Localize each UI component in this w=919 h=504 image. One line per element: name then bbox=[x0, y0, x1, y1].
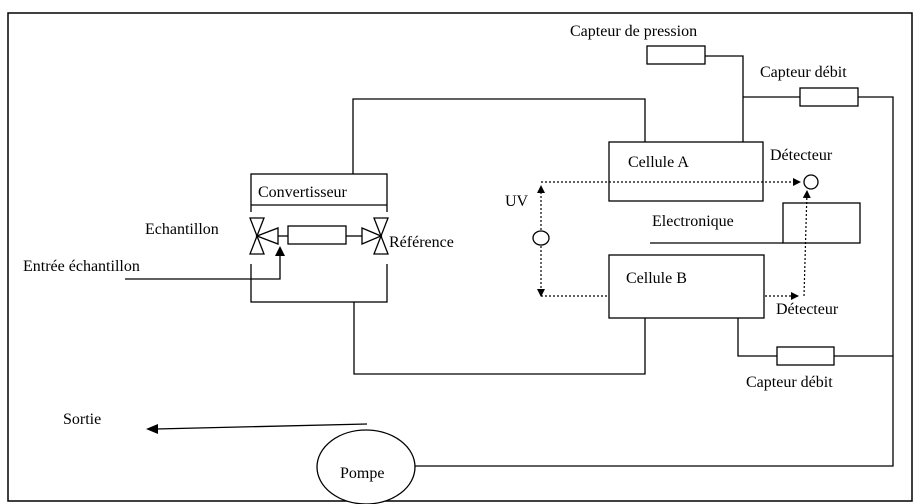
capteur-debit-bottom-box bbox=[776, 346, 835, 366]
line-conv-to-cell-a bbox=[352, 98, 646, 174]
detecteur-top-label: Détecteur bbox=[770, 147, 833, 164]
uv-label: UV bbox=[505, 193, 529, 210]
converter-resistor bbox=[287, 225, 347, 245]
diagram-frame bbox=[7, 12, 913, 502]
entree-line bbox=[125, 250, 281, 280]
entree-echantillon-label: Entrée échantillon bbox=[23, 258, 140, 275]
uv-lamp bbox=[532, 230, 550, 246]
reference-label: Référence bbox=[389, 234, 454, 251]
detecteur-bottom-label: Détecteur bbox=[776, 301, 839, 318]
valve-reference bbox=[361, 212, 391, 264]
capteur-pression-label: Capteur de pression bbox=[570, 23, 697, 40]
capteur-pression-box bbox=[646, 45, 706, 65]
cellule-b-label: Cellule B bbox=[626, 270, 687, 287]
sortie-arrowhead bbox=[146, 424, 158, 434]
flow-line-top-right bbox=[415, 96, 894, 467]
cellule-a-label: Cellule A bbox=[628, 154, 689, 171]
pressure-line bbox=[705, 55, 744, 142]
pompe-circle bbox=[316, 429, 416, 504]
flow-line-bottom-left bbox=[737, 318, 777, 357]
cellule-a-box bbox=[608, 141, 764, 202]
cellule-b-box bbox=[608, 254, 765, 319]
electronique-label: Electronique bbox=[652, 213, 734, 230]
detector-top-circle bbox=[803, 174, 819, 190]
pompe-label: Pompe bbox=[340, 465, 384, 482]
electronique-box bbox=[782, 202, 861, 244]
sortie-line bbox=[155, 423, 368, 430]
detector-link bbox=[802, 190, 811, 297]
sortie-label: Sortie bbox=[63, 411, 101, 428]
echantillon-label: Echantillon bbox=[145, 221, 219, 238]
convertisseur-label: Convertisseur bbox=[258, 184, 348, 201]
capteur-debit-bottom-label: Capteur débit bbox=[746, 374, 833, 391]
valve-echantillon bbox=[246, 212, 279, 264]
capteur-debit-top-label: Capteur débit bbox=[760, 64, 847, 81]
line-conv-to-cell-b bbox=[353, 302, 646, 375]
capteur-debit-top-box bbox=[799, 87, 859, 107]
entree-arrowhead bbox=[275, 246, 285, 256]
